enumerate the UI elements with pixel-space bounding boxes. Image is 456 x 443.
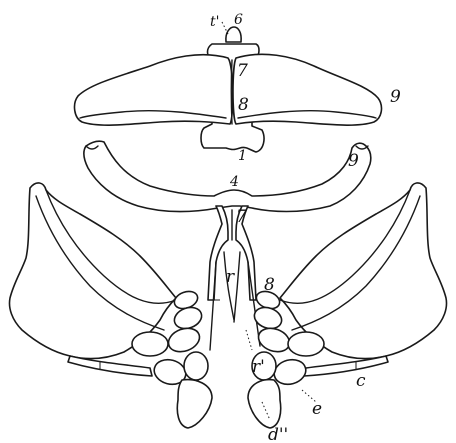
upper-center-divider <box>231 60 232 124</box>
label-8-top: 8 <box>238 95 249 115</box>
label-9-top: 9 <box>390 87 401 107</box>
left-ossicle-4 <box>132 332 168 356</box>
label-e: e <box>312 399 322 419</box>
label-8-mid: 8 <box>264 275 275 295</box>
leader-r-prime <box>246 330 252 350</box>
label-1: 1 <box>238 148 247 164</box>
left-claw <box>177 380 212 428</box>
right-ossicle-4 <box>288 332 324 356</box>
right-claw <box>248 380 281 428</box>
label-t-prime: t' <box>210 14 219 30</box>
left-ossicle-3 <box>165 324 203 356</box>
label-r: r <box>226 267 235 287</box>
right-ossicle-3 <box>255 324 293 356</box>
middle-bone <box>84 141 371 211</box>
stem-y <box>208 206 228 300</box>
crescent-bone <box>84 141 371 211</box>
right-lower-bar <box>304 356 388 376</box>
label-4: 4 <box>229 174 239 190</box>
label-c: c <box>356 371 366 391</box>
left-ossicle-6 <box>184 352 208 380</box>
left-lower-bar <box>68 356 152 376</box>
label-9-mid: 9 <box>348 151 359 171</box>
label-7-mid: 7 <box>236 207 247 227</box>
upper-bone <box>75 27 382 152</box>
label-d-double-prime: d'' <box>268 425 288 443</box>
label-6: 6 <box>234 12 243 28</box>
rod-right-inner <box>234 252 240 322</box>
top-knob <box>226 27 241 42</box>
label-7-top: 7 <box>237 61 248 81</box>
label-r-prime: r' <box>252 357 265 377</box>
